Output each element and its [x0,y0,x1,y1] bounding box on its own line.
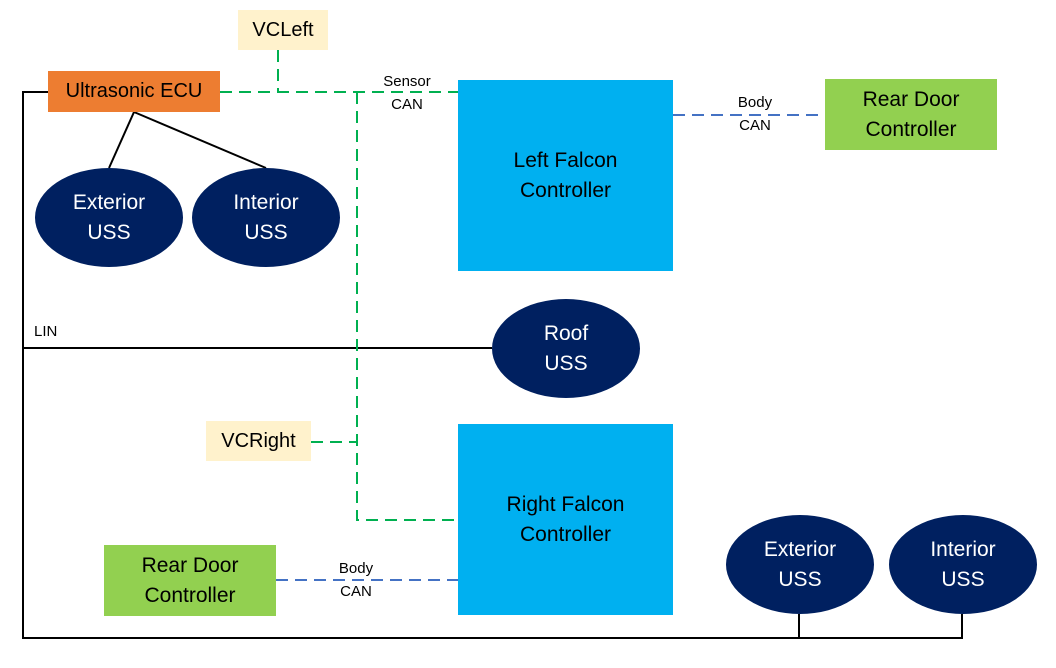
interior-uss-top-line2: USS [244,220,288,244]
sensor-can-label: Sensor CAN [372,70,442,116]
rear-door-controller-top: Rear Door Controller [825,79,997,150]
lin-label: LIN [34,323,58,340]
vc-left: VCLeft [238,10,328,50]
body-can-top-line1: Body [737,94,773,111]
roof-uss-line2: USS [544,351,588,375]
rear-door-bottom-label-line2: Controller [144,583,236,607]
left-falcon-controller: Left Falcon Controller [458,80,673,271]
sensor-can-label-line2: CAN [391,96,423,113]
exterior-uss-top-line1: Exterior [72,190,146,214]
sensor-can-label-line1: Sensor [383,73,431,90]
lin-bus-line [22,91,963,639]
rear-door-bottom-label-line1: Rear Door [141,553,239,577]
roof-uss-line1: Roof [543,321,589,345]
interior-uss-bottom-line2: USS [941,567,985,591]
exterior-uss-bottom-line1: Exterior [763,537,837,561]
ultrasonic-ecu-label: Ultrasonic ECU [65,80,203,102]
roof-uss: Roof USS [492,299,640,398]
exterior-uss-top: Exterior USS [35,168,183,267]
interior-uss-bottom-line1: Interior [930,537,996,561]
rear-door-top-label-line2: Controller [865,117,957,141]
right-falcon-controller: Right Falcon Controller [458,424,673,615]
sensor-can-line [220,50,458,521]
body-can-label-bottom: Body CAN [321,557,391,603]
right-falcon-label-line1: Right Falcon [506,492,625,516]
left-falcon-label-line1: Left Falcon [513,148,618,172]
ultrasonic-ecu: Ultrasonic ECU [48,71,220,112]
interior-uss-top-line1: Interior [233,190,299,214]
exterior-uss-bottom-line2: USS [778,567,822,591]
exterior-uss-top-line2: USS [87,220,131,244]
body-can-label-top: Body CAN [720,91,790,137]
right-falcon-label-line2: Controller [519,522,612,546]
body-can-top-line2: CAN [739,117,771,134]
vc-right: VCRight [206,421,311,461]
vc-right-label: VCRight [221,429,296,452]
rear-door-top-label-line1: Rear Door [862,87,960,111]
interior-uss-bottom: Interior USS [889,515,1037,614]
body-can-bottom-line2: CAN [340,583,372,600]
rear-door-controller-bottom: Rear Door Controller [104,545,276,616]
ecu-exterior-uss-link [108,111,135,169]
interior-uss-top: Interior USS [192,168,340,267]
vc-left-label: VCLeft [252,18,314,41]
exterior-uss-bottom: Exterior USS [726,515,874,614]
body-can-bottom-line1: Body [338,560,374,577]
left-falcon-label-line2: Controller [519,178,612,202]
ecu-interior-uss-link [133,111,267,169]
